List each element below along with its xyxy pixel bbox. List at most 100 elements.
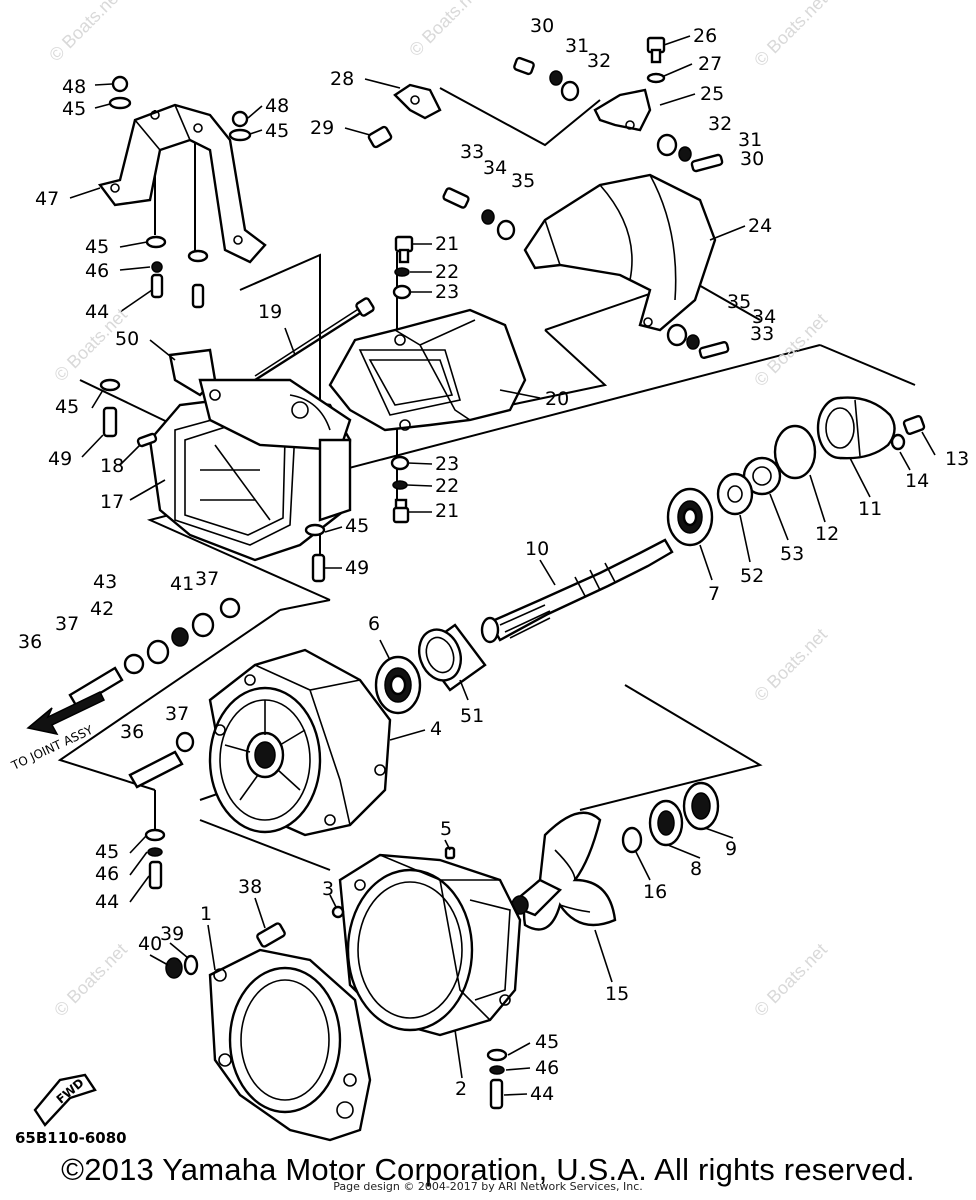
callout-45b: 45: [265, 120, 289, 142]
callout-30b: 30: [740, 148, 764, 170]
callout-1: 1: [200, 903, 212, 925]
page-credit: Page design © 2004-2017 by ARI Network S…: [333, 1180, 643, 1193]
part-mount-plate-17: [148, 348, 352, 562]
callout-44b: 44: [95, 891, 119, 913]
callout-44c: 44: [530, 1083, 554, 1105]
callout-45d: 45: [55, 396, 79, 418]
callout-15: 15: [605, 983, 629, 1005]
part-pin-5: [444, 846, 456, 860]
fasteners-26-35: [367, 36, 730, 359]
callout-5: 5: [440, 818, 452, 840]
part-bolt-13: [902, 414, 926, 436]
part-pin-3: [331, 905, 345, 919]
part-bracket-47: [97, 103, 267, 264]
callout-45f: 45: [95, 841, 119, 863]
callout-28: 28: [330, 68, 354, 90]
callout-29: 29: [310, 117, 334, 139]
part-deflector-24: [523, 173, 717, 332]
callout-30: 30: [530, 15, 554, 37]
callout-51: 51: [460, 705, 484, 727]
callout-31: 31: [565, 35, 589, 57]
callout-24: 24: [748, 215, 772, 237]
callout-37c: 37: [165, 703, 189, 725]
fasteners-21-23: [390, 235, 414, 524]
callout-17: 17: [100, 491, 124, 513]
callout-27: 27: [698, 53, 722, 75]
part-plug-38: [256, 922, 286, 948]
callout-22b: 22: [435, 475, 459, 497]
callout-35: 35: [511, 170, 535, 192]
callout-45g: 45: [535, 1031, 559, 1053]
callout-33: 33: [460, 141, 484, 163]
callout-leaders: [69, 35, 936, 1096]
callout-38: 38: [238, 876, 262, 898]
callout-21b: 21: [435, 500, 459, 522]
callout-34: 34: [483, 157, 507, 179]
callout-39: 39: [160, 923, 184, 945]
part-pin-18: [136, 432, 158, 448]
part-bearing-8: [648, 799, 684, 847]
fwd-arrow: FWD: [33, 1073, 97, 1127]
part-long-bolt-19: [254, 297, 375, 382]
callout-36: 36: [18, 631, 42, 653]
callout-48: 48: [62, 76, 86, 98]
callout-14: 14: [905, 470, 929, 492]
callout-44: 44: [85, 301, 109, 323]
callout-12: 12: [815, 523, 839, 545]
callout-40: 40: [138, 933, 162, 955]
callout-53: 53: [780, 543, 804, 565]
to-joint-assy-arrow: [26, 691, 106, 736]
part-drive-shaft-10: [480, 538, 674, 644]
callout-34b: 34: [752, 306, 776, 328]
callout-22: 22: [435, 261, 459, 283]
callout-23b: 23: [435, 453, 459, 475]
diagram-code: 65B110-6080: [15, 1129, 127, 1147]
part-cover-20: [328, 308, 527, 432]
part-washer-16: [621, 826, 643, 854]
part-sleeve-51: [418, 623, 487, 692]
part-impeller-housing-4: [208, 648, 392, 837]
callout-4: 4: [430, 718, 442, 740]
callout-19: 19: [258, 301, 282, 323]
copyright-notice: ©2013 Yamaha Motor Corporation, U.S.A. A…: [61, 1152, 915, 1187]
callout-3: 3: [322, 878, 334, 900]
callout-46c: 46: [535, 1057, 559, 1079]
callout-45e: 45: [345, 515, 369, 537]
callout-16: 16: [643, 881, 667, 903]
callout-36b: 36: [120, 721, 144, 743]
fasteners-top-left: [99, 75, 252, 438]
callout-25: 25: [700, 83, 724, 105]
callout-33b: 33: [750, 323, 774, 345]
part-washer-14: [890, 433, 906, 451]
callout-18: 18: [100, 455, 124, 477]
callout-20: 20: [545, 388, 569, 410]
callout-9: 9: [725, 838, 737, 860]
callout-42: 42: [90, 598, 114, 620]
callout-21: 21: [435, 233, 459, 255]
callout-32b: 32: [708, 113, 732, 135]
callout-48b: 48: [265, 95, 289, 117]
callout-49: 49: [48, 448, 72, 470]
callout-37b: 37: [195, 568, 219, 590]
callout-23: 23: [435, 281, 459, 303]
part-bearing-6: [374, 655, 422, 715]
callout-32: 32: [587, 50, 611, 72]
callout-46: 46: [85, 260, 109, 282]
callout-26: 26: [693, 25, 717, 47]
callout-50: 50: [115, 328, 139, 350]
callout-37: 37: [55, 613, 79, 635]
callout-52: 52: [740, 565, 764, 587]
callout-41: 41: [170, 573, 194, 595]
part-washer-39: [183, 954, 199, 976]
fittings-36-43: [68, 597, 241, 789]
part-bracket-25-28: [393, 83, 652, 132]
callout-47: 47: [35, 188, 59, 210]
callout-7: 7: [708, 583, 720, 605]
part-pump-housing-2: [338, 853, 522, 1037]
callout-45: 45: [62, 98, 86, 120]
part-cover-plate-1: [208, 948, 372, 1142]
part-nozzle-cap-11: [816, 396, 896, 460]
callout-31b: 31: [738, 129, 762, 151]
part-bearing-9: [682, 781, 720, 831]
